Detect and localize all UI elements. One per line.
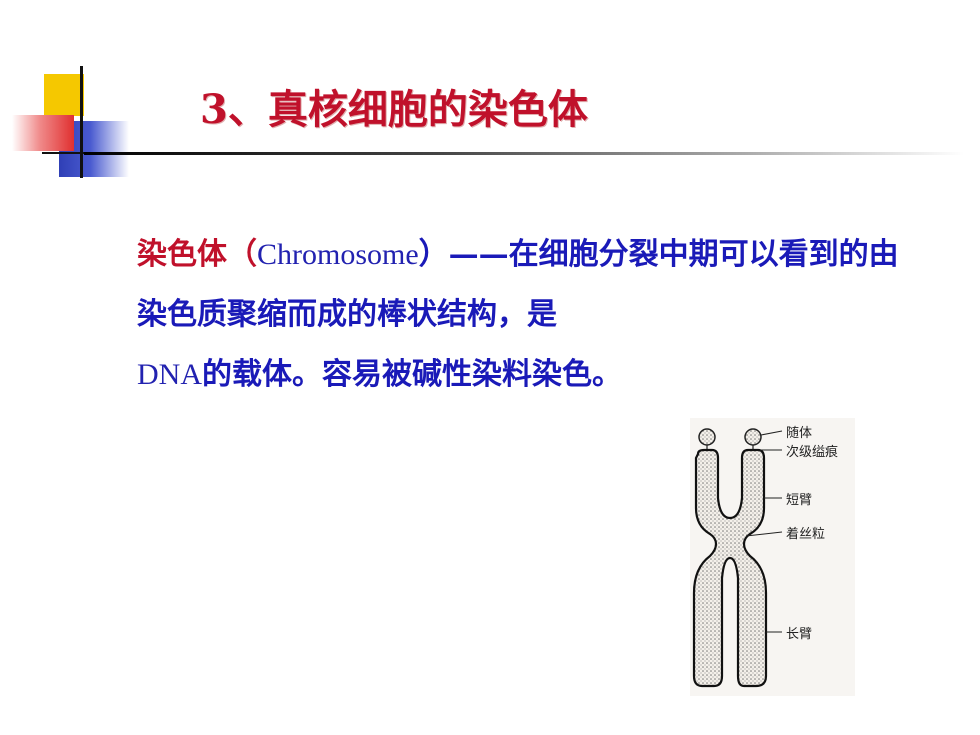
label-long-arm: 长臂 xyxy=(786,627,813,642)
decorative-logo xyxy=(0,0,140,190)
title-underline xyxy=(84,152,964,155)
satellite-left xyxy=(698,428,716,446)
label-satellite: 随体 xyxy=(786,426,813,441)
logo-red-square xyxy=(12,115,74,151)
label-short-arm: 短臂 xyxy=(786,493,813,508)
slide-body-text: 染色体（Chromosome）——在细胞分裂中期可以看到的由染色质聚缩而成的棒状… xyxy=(137,225,927,405)
logo-yellow-square xyxy=(44,74,84,116)
term-english: Chromosome xyxy=(257,238,419,271)
satellite-right xyxy=(744,428,762,446)
label-centromere: 着丝粒 xyxy=(786,527,826,542)
term-chromosome: 染色体（ xyxy=(137,237,257,272)
chromosome-body xyxy=(692,448,768,688)
logo-vertical-line xyxy=(80,66,83,178)
label-secondary-constriction: 次级缢痕 xyxy=(786,445,839,460)
slide-title: 3、真核细胞的染色体 xyxy=(200,86,588,133)
definition-part-1: ）——在细胞分裂中期可以看到的由染色质聚缩而成的棒状结构，是 xyxy=(137,237,899,332)
definition-english: DNA xyxy=(137,358,202,391)
chromosome-diagram: 随体 次级缢痕 短臂 着丝粒 长臂 xyxy=(690,418,855,696)
chromosome-illustration xyxy=(690,418,855,696)
definition-part-2: 的载体。容易被碱性染料染色。 xyxy=(202,357,622,392)
